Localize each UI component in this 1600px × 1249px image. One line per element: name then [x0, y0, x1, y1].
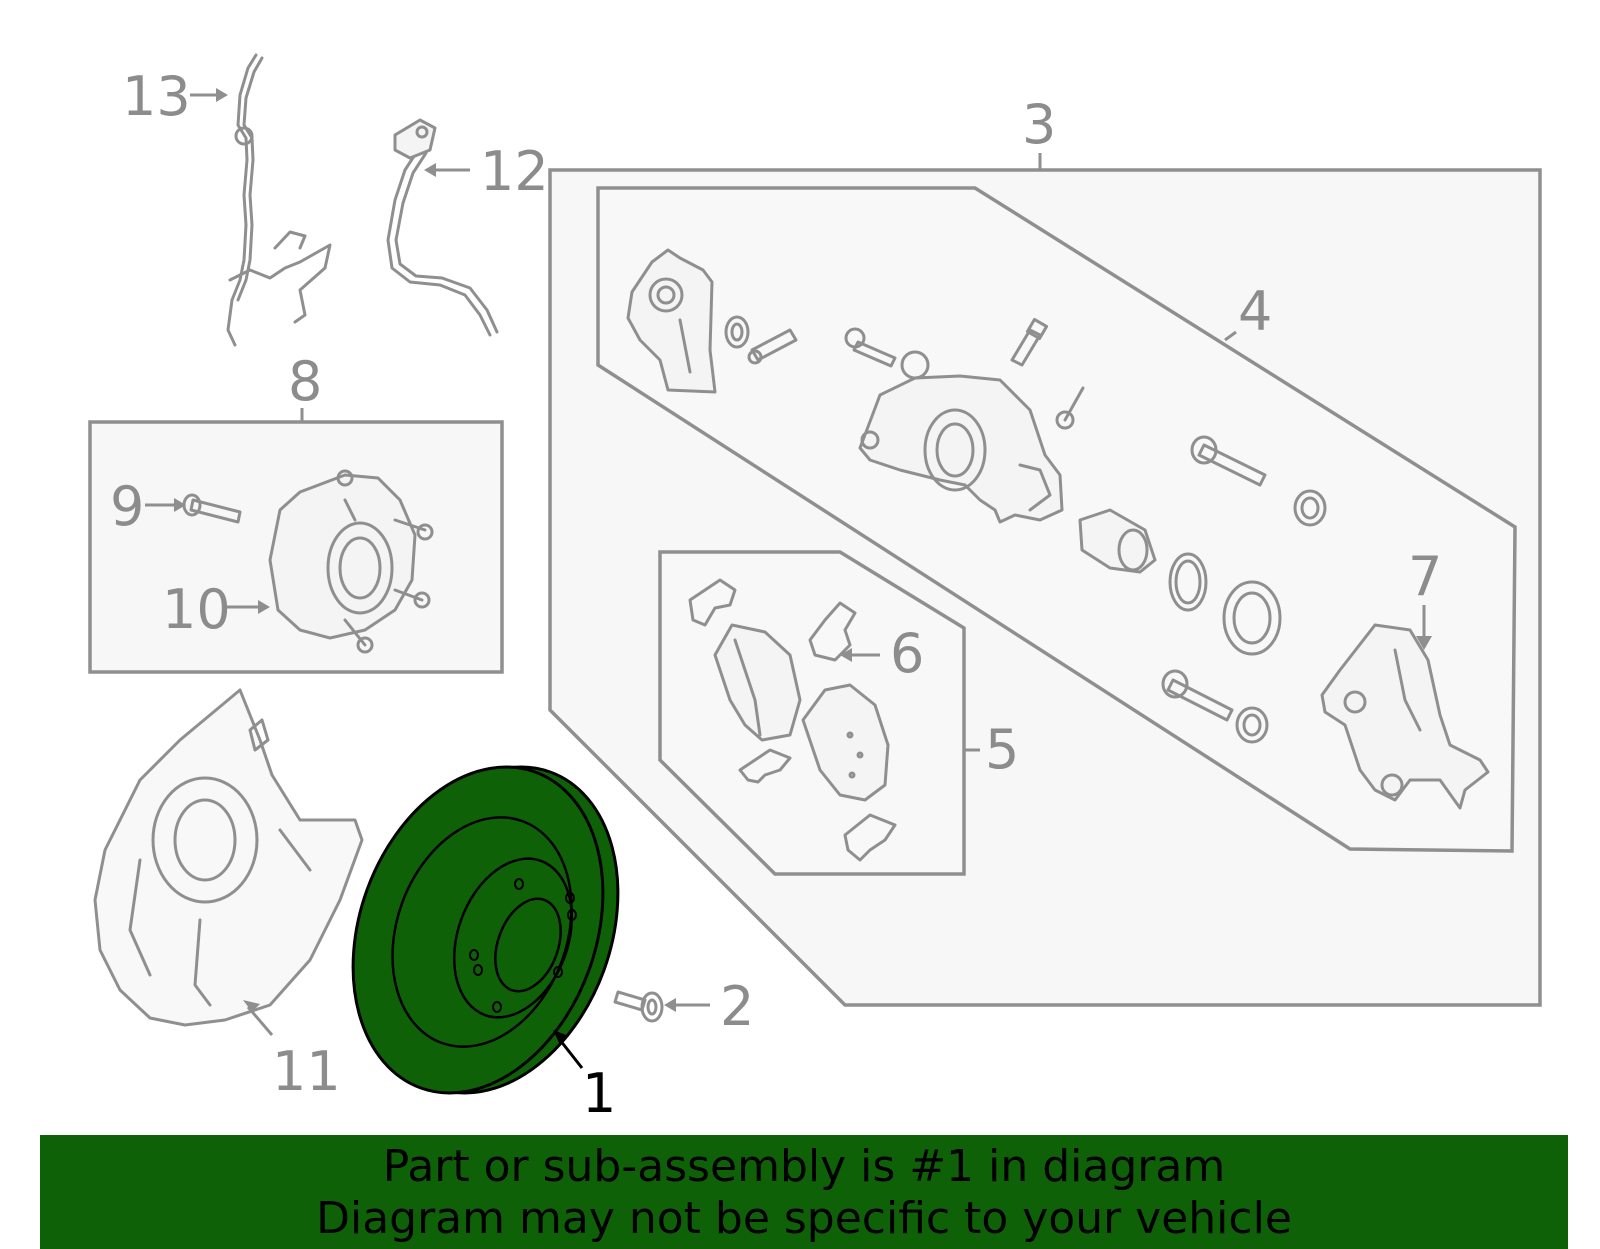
bleeder-cap[interactable]: [1055, 386, 1085, 430]
callout-11[interactable]: 11: [272, 1040, 341, 1103]
callout-9[interactable]: 9: [110, 475, 144, 538]
callout-8[interactable]: 8: [288, 350, 322, 413]
bleeder-screw[interactable]: [1010, 317, 1049, 367]
guide-pin-boot[interactable]: [724, 315, 750, 349]
assembly-box-4: [596, 186, 1517, 853]
brake-hose-12[interactable]: [386, 118, 499, 337]
info-banner: Part or sub-assembly is #1 in diagram Di…: [40, 1135, 1568, 1249]
rotor-screw-2[interactable]: [613, 990, 664, 1023]
caliper-mount-bracket[interactable]: [626, 248, 717, 394]
brake-pad-inner[interactable]: [713, 623, 802, 742]
callout-4[interactable]: 4: [1238, 280, 1272, 343]
callout-5[interactable]: 5: [985, 718, 1019, 781]
pad-clip-lower-left[interactable]: [738, 748, 792, 784]
caliper-bolt[interactable]: [844, 327, 897, 368]
guide-bushing-upper[interactable]: [1293, 489, 1327, 527]
callout-3[interactable]: 3: [1022, 93, 1056, 156]
wheel-hub-bearing[interactable]: [268, 469, 434, 654]
piston-dust-boot[interactable]: [1222, 580, 1282, 656]
callout-7[interactable]: 7: [1408, 545, 1442, 608]
dust-shield-11[interactable]: [93, 688, 364, 1027]
pad-clip-upper[interactable]: [688, 578, 737, 627]
guide-pin[interactable]: [747, 328, 798, 365]
callout-13[interactable]: 13: [122, 65, 191, 128]
callout-12[interactable]: 12: [480, 140, 549, 203]
guide-bushing-lower[interactable]: [1235, 706, 1269, 744]
abs-sensor-13[interactable]: [226, 53, 332, 347]
pad-clip-6[interactable]: [808, 601, 857, 662]
piston-seal[interactable]: [1168, 552, 1208, 612]
caliper-guide-bolt-upper[interactable]: [1190, 435, 1267, 487]
caliper-guide-bolt-lower[interactable]: [1161, 669, 1234, 722]
callout-6[interactable]: 6: [890, 622, 924, 685]
caliper-support-bracket-7[interactable]: [1320, 623, 1490, 810]
banner-line-1: Part or sub-assembly is #1 in diagram: [382, 1141, 1226, 1192]
callout-2[interactable]: 2: [720, 975, 754, 1038]
callout-1[interactable]: 1: [582, 1062, 616, 1125]
callout-10[interactable]: 10: [162, 578, 231, 641]
caliper-piston[interactable]: [1078, 508, 1157, 574]
caliper-body[interactable]: [858, 350, 1064, 524]
pad-clip-lower-right[interactable]: [843, 813, 897, 862]
banner-line-2: Diagram may not be specific to your vehi…: [316, 1193, 1292, 1244]
brake-rotor-1[interactable]: [310, 732, 662, 1128]
brake-pad-outer[interactable]: [801, 683, 890, 802]
